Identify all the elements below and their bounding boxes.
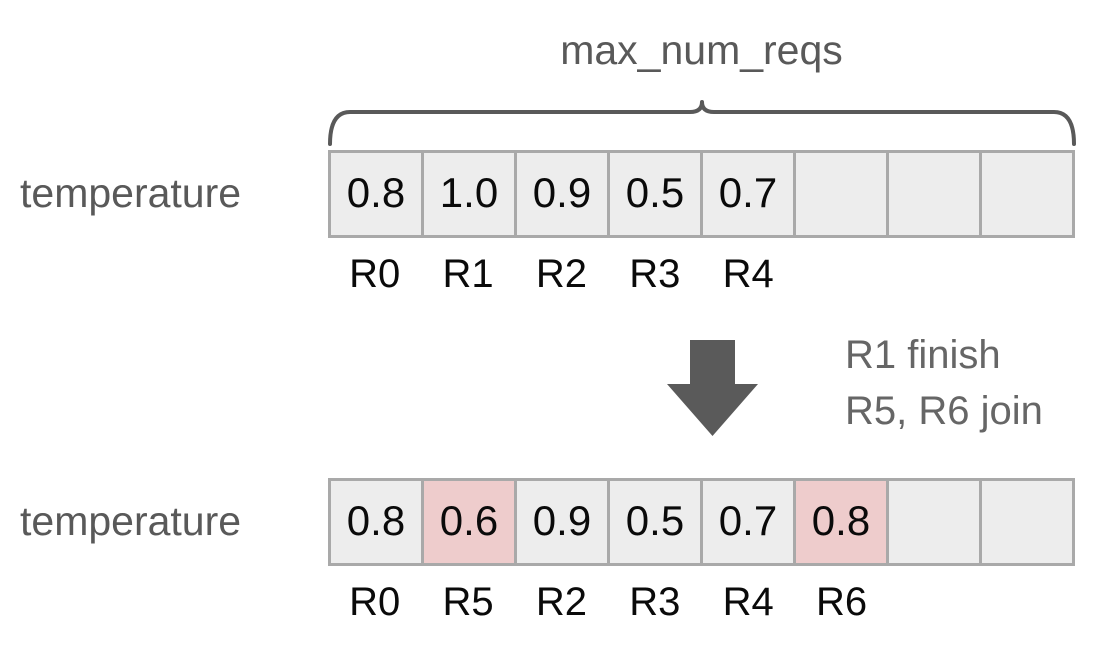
- buffer-cell-empty[interactable]: [889, 481, 982, 563]
- cell-value: 0.8: [811, 497, 871, 544]
- transition-note-line-2: R5, R6 join: [845, 389, 1043, 433]
- buffer-cell-updated[interactable]: 0.6: [424, 481, 517, 563]
- before-request-id-labels: R0 R1 R2 R3 R4: [328, 250, 1075, 298]
- request-id-label: [795, 250, 888, 298]
- cell-value: 1.0: [439, 169, 499, 216]
- request-id-label: R6: [815, 580, 868, 624]
- buffer-cell[interactable]: 0.8: [331, 153, 424, 235]
- cell-value: 0.5: [625, 497, 685, 544]
- buffer-cell[interactable]: 1.0: [424, 153, 517, 235]
- request-id-label: [982, 250, 1075, 298]
- cell-value: 0.5: [625, 169, 685, 216]
- request-id-label: [888, 250, 981, 298]
- request-id-label: R5: [442, 580, 494, 624]
- request-id-label: R2: [535, 580, 587, 624]
- brace-caption-max-num-reqs: max_num_reqs: [560, 27, 843, 73]
- span-brace-icon: [328, 100, 1076, 146]
- request-id-label: R0: [349, 252, 401, 296]
- after-row-label: temperature: [20, 498, 242, 544]
- buffer-cell-empty[interactable]: [889, 153, 982, 235]
- cell-value: 0.8: [346, 497, 406, 544]
- request-id-label: R1: [442, 252, 494, 296]
- buffer-cell[interactable]: 0.5: [610, 153, 703, 235]
- buffer-cell-empty[interactable]: [982, 153, 1072, 235]
- request-id-label: R0: [349, 580, 401, 624]
- buffer-cell-updated[interactable]: 0.8: [796, 481, 889, 563]
- buffer-cell[interactable]: 0.9: [517, 153, 610, 235]
- buffer-cell[interactable]: 0.8: [331, 481, 424, 563]
- before-buffer-row: 0.8 1.0 0.9 0.5 0.7: [328, 150, 1075, 238]
- request-id-label: [982, 578, 1075, 626]
- transition-note: R1 finish R5, R6 join: [845, 327, 1043, 439]
- buffer-cell-empty[interactable]: [796, 153, 889, 235]
- cell-value: 0.7: [718, 169, 778, 216]
- after-buffer-row: 0.8 0.6 0.9 0.5 0.7 0.8: [328, 478, 1075, 566]
- arrow-down-icon: [667, 340, 758, 436]
- buffer-cell-empty[interactable]: [982, 481, 1072, 563]
- cell-value: 0.9: [532, 497, 592, 544]
- buffer-cell[interactable]: 0.9: [517, 481, 610, 563]
- request-id-label: R3: [629, 580, 681, 624]
- after-request-id-labels: R0 R5 R2 R3 R4 R6: [328, 578, 1075, 626]
- cell-value: 0.7: [718, 497, 778, 544]
- cell-value: 0.6: [439, 497, 499, 544]
- buffer-cell[interactable]: 0.7: [703, 153, 796, 235]
- request-id-label: R3: [629, 252, 681, 296]
- request-id-label: R4: [722, 580, 774, 624]
- transition-note-line-1: R1 finish: [845, 333, 1001, 377]
- buffer-cell[interactable]: 0.5: [610, 481, 703, 563]
- request-id-label: R4: [722, 252, 774, 296]
- before-row-label: temperature: [20, 170, 242, 216]
- buffer-cell[interactable]: 0.7: [703, 481, 796, 563]
- cell-value: 0.8: [346, 169, 406, 216]
- request-id-label: R2: [535, 252, 587, 296]
- request-id-label: [888, 578, 981, 626]
- cell-value: 0.9: [532, 169, 592, 216]
